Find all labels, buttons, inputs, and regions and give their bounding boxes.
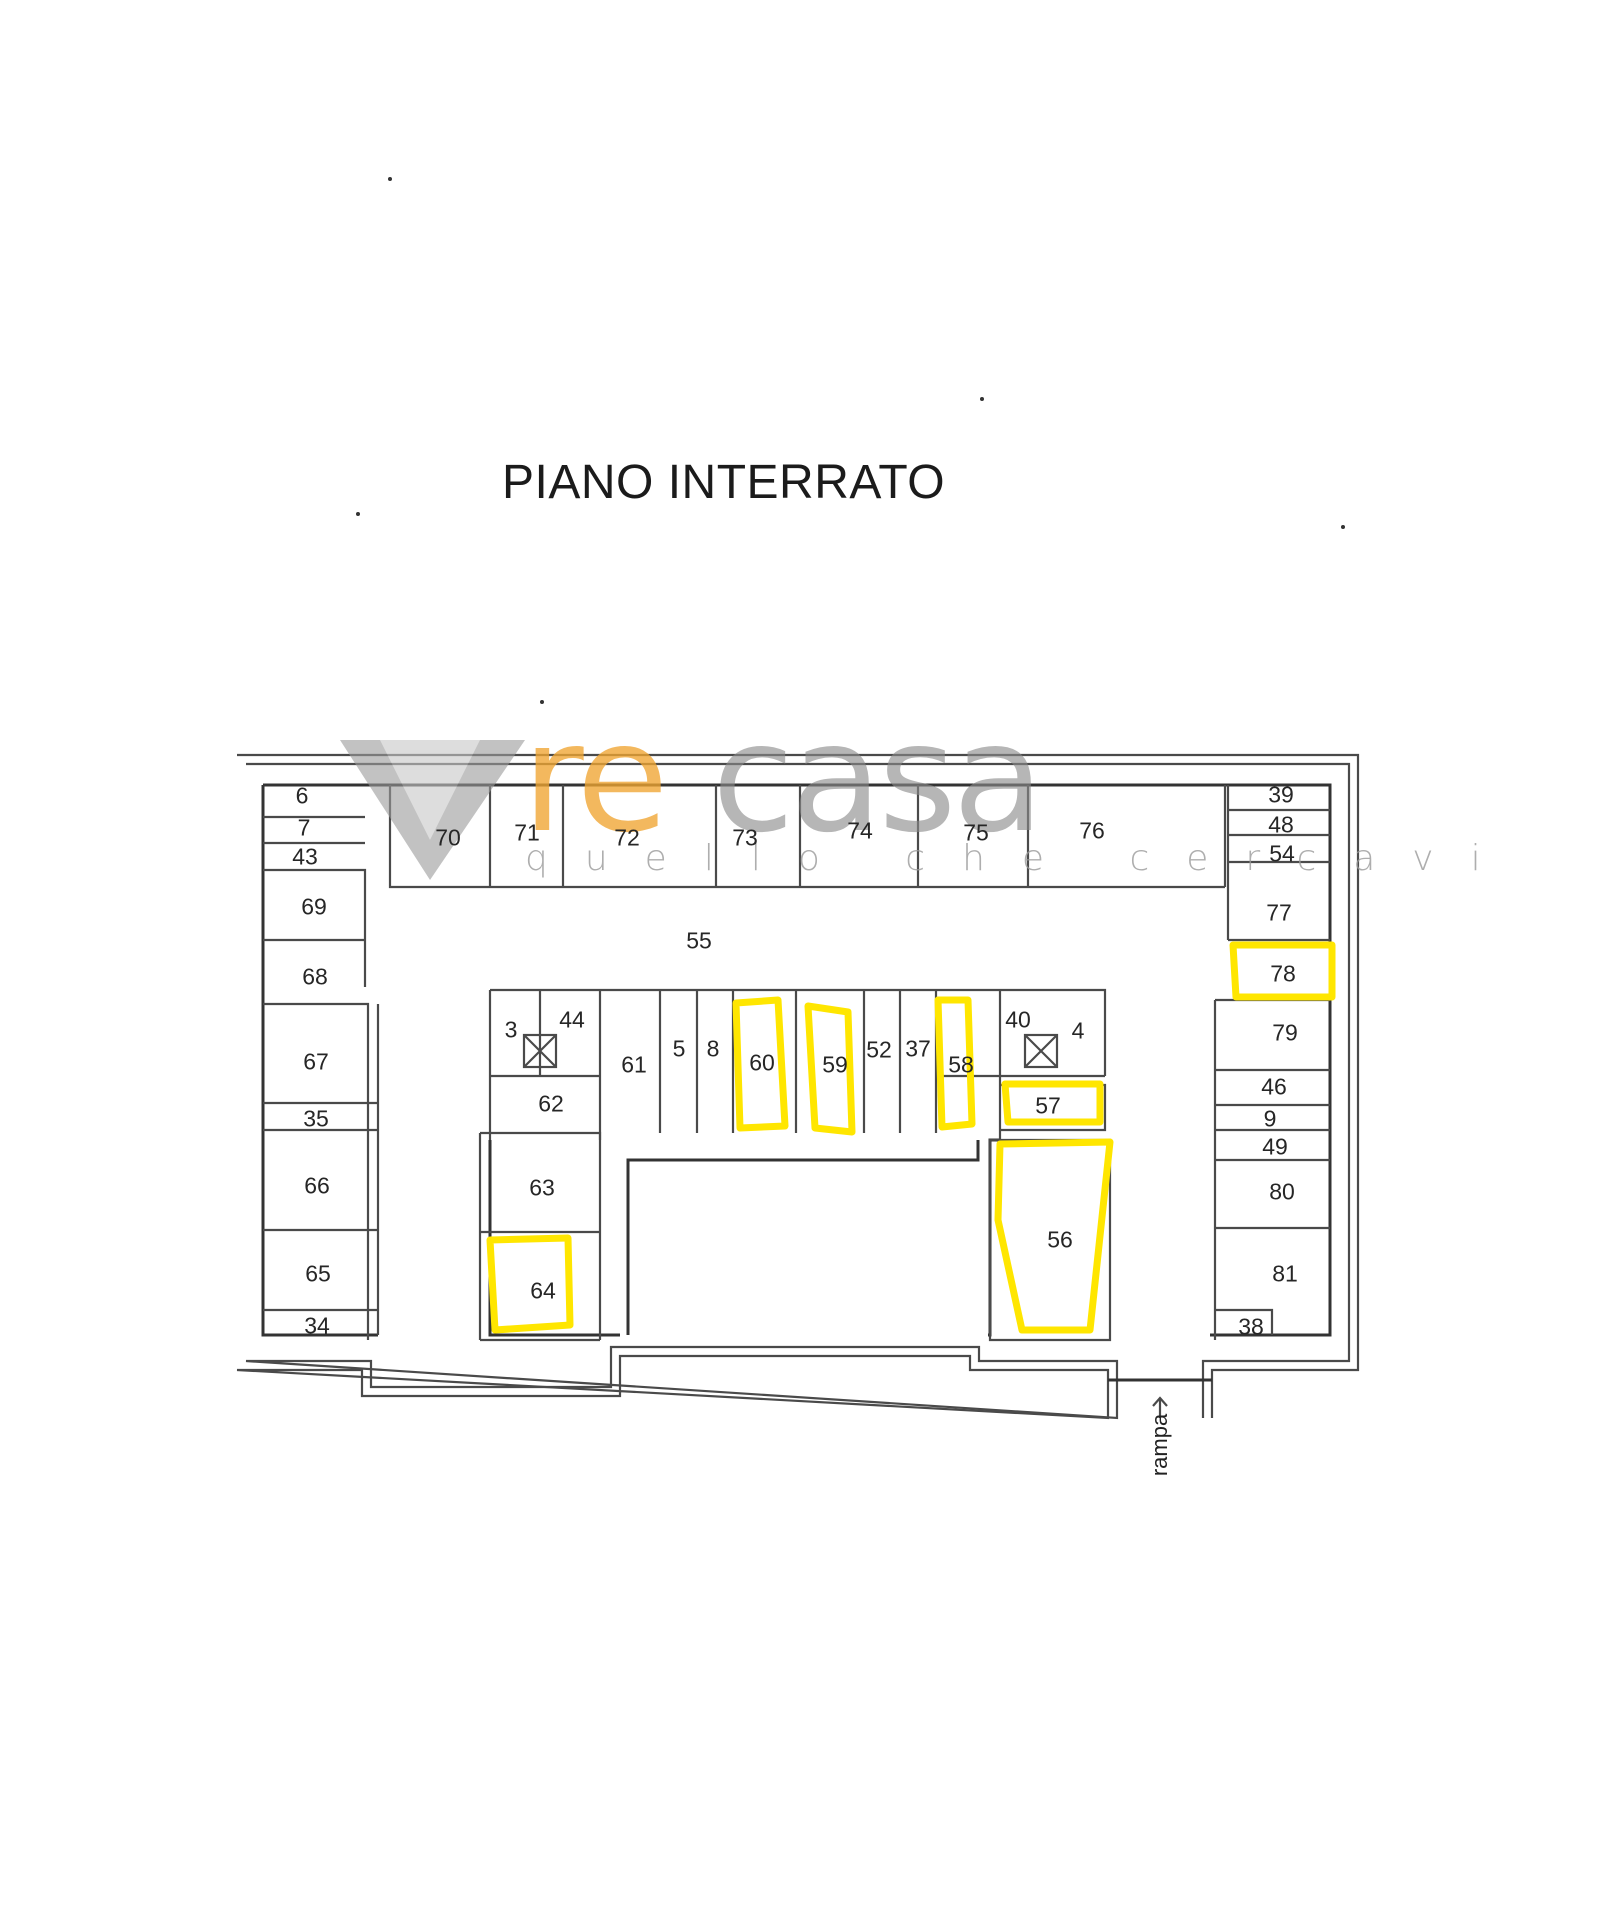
room-43[interactable]: 43 <box>292 843 318 870</box>
room-52[interactable]: 52 <box>866 1036 892 1063</box>
highlight-57 <box>1001 1080 1104 1126</box>
right-rooms <box>1213 785 1330 1340</box>
watermark-tagline: quello che cercavi <box>525 838 1518 879</box>
room-3[interactable]: 3 <box>504 1016 518 1043</box>
room-7[interactable]: 7 <box>297 814 311 841</box>
room-58[interactable]: 58 <box>948 1051 974 1078</box>
room-78[interactable]: 78 <box>1270 960 1296 987</box>
room-44[interactable]: 44 <box>559 1006 585 1033</box>
room-46[interactable]: 46 <box>1261 1073 1287 1100</box>
room-76[interactable]: 76 <box>1079 817 1105 844</box>
left-rooms <box>263 815 380 1340</box>
room-57[interactable]: 57 <box>1035 1092 1061 1119</box>
room-71[interactable]: 71 <box>514 819 540 846</box>
room-35[interactable]: 35 <box>303 1105 329 1132</box>
room-79[interactable]: 79 <box>1272 1019 1298 1046</box>
room-66[interactable]: 66 <box>304 1172 330 1199</box>
room-34[interactable]: 34 <box>304 1312 330 1339</box>
highlight-60 <box>732 996 789 1132</box>
room-65[interactable]: 65 <box>305 1260 331 1287</box>
room-61[interactable]: 61 <box>621 1051 647 1078</box>
room-67[interactable]: 67 <box>303 1048 329 1075</box>
room-38[interactable]: 38 <box>1238 1313 1264 1340</box>
scan-speck <box>540 700 544 704</box>
room-62[interactable]: 62 <box>538 1090 564 1117</box>
room-6[interactable]: 6 <box>295 782 309 809</box>
watermark-brand-casa: casa <box>712 692 1044 866</box>
room-60[interactable]: 60 <box>749 1049 775 1076</box>
top-rooms <box>388 785 1227 889</box>
room-81[interactable]: 81 <box>1272 1260 1298 1287</box>
room-63[interactable]: 63 <box>529 1174 555 1201</box>
scan-speck <box>388 177 392 181</box>
room-68[interactable]: 68 <box>302 963 328 990</box>
room-48[interactable]: 48 <box>1268 811 1294 838</box>
room-69[interactable]: 69 <box>301 893 327 920</box>
room-54[interactable]: 54 <box>1269 840 1295 867</box>
room-9[interactable]: 9 <box>1263 1105 1277 1132</box>
scan-speck <box>980 397 984 401</box>
room-70[interactable]: 70 <box>435 824 461 851</box>
inner-rooms <box>488 988 1107 1140</box>
room-5[interactable]: 5 <box>672 1035 686 1062</box>
highlight-78 <box>1229 941 1336 1001</box>
room-56[interactable]: 56 <box>1047 1226 1073 1253</box>
highlight-58 <box>934 996 976 1131</box>
highlight-64 <box>486 1234 574 1334</box>
watermark-brand-re: re <box>522 692 669 866</box>
lift-shaft-left <box>522 1033 558 1069</box>
room-59[interactable]: 59 <box>822 1051 848 1078</box>
room-77[interactable]: 77 <box>1266 899 1292 926</box>
lift-shaft-right <box>1023 1033 1059 1069</box>
room-8[interactable]: 8 <box>706 1035 720 1062</box>
room-4[interactable]: 4 <box>1071 1017 1085 1044</box>
room-64[interactable]: 64 <box>530 1277 556 1304</box>
room-37[interactable]: 37 <box>905 1035 931 1062</box>
room-72[interactable]: 72 <box>614 824 640 851</box>
scan-speck <box>356 512 360 516</box>
highlight-56 <box>994 1138 1114 1334</box>
diamond-logo-icon <box>340 740 525 880</box>
room-75[interactable]: 75 <box>963 819 989 846</box>
scan-speck <box>1341 525 1345 529</box>
room-55-corridor[interactable]: 55 <box>686 927 712 954</box>
outer-wall <box>236 753 1360 1420</box>
room-73[interactable]: 73 <box>732 824 758 851</box>
room-80[interactable]: 80 <box>1269 1178 1295 1205</box>
page-title: PIANO INTERRATO <box>502 456 946 509</box>
room-74[interactable]: 74 <box>847 817 873 844</box>
inner-lower-left <box>478 1131 602 1342</box>
room-40[interactable]: 40 <box>1005 1006 1031 1033</box>
ramp-arrow-icon <box>1152 1396 1168 1418</box>
room-49[interactable]: 49 <box>1262 1133 1288 1160</box>
rampa-label: rampa <box>1147 1413 1172 1477</box>
room-39[interactable]: 39 <box>1268 781 1294 808</box>
highlight-59 <box>804 1002 856 1136</box>
